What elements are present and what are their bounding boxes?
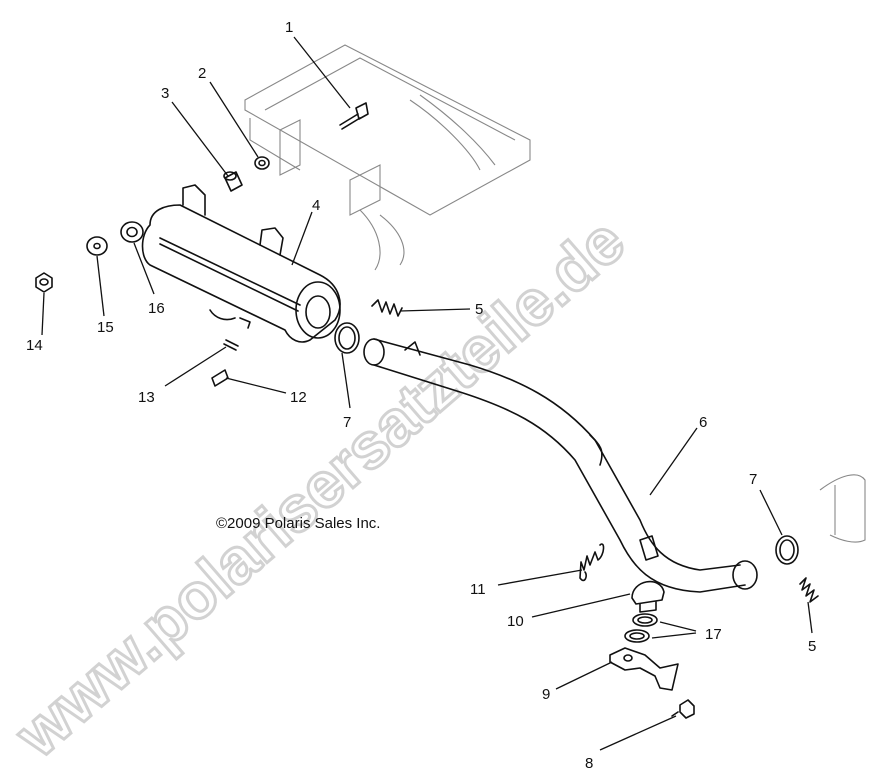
spring-part-5b [799,577,819,603]
callout-15: 15 [97,319,114,336]
spacer-part-3 [223,171,243,192]
leader-lines [41,36,813,751]
callout-1: 1 [285,19,293,36]
spring-part-11 [579,543,605,582]
callout-13: 13 [138,389,155,406]
callout-7a: 7 [343,414,351,431]
washer-part-17b [624,629,650,643]
cap-part-10 [631,580,665,613]
callout-5b: 5 [808,638,816,655]
callout-5a: 5 [475,301,483,318]
gasket-part-7b [775,535,799,565]
callout-labels: 1 2 3 4 5 5 6 7 7 8 9 10 11 12 13 14 15 … [26,19,816,772]
callout-8: 8 [585,755,593,772]
callout-2: 2 [198,65,206,82]
muffler-part-4 [141,184,341,343]
callout-10: 10 [507,613,524,630]
callout-12: 12 [290,389,307,406]
callout-6: 6 [699,414,707,431]
nut-part-14 [35,272,53,293]
callout-4: 4 [312,197,320,214]
bolt-part-1 [339,102,369,130]
callout-17: 17 [705,626,722,643]
washer-part-15 [86,236,108,256]
callout-14: 14 [26,337,43,354]
spring-part-5a [371,299,403,317]
cotter-pin-part-13 [223,339,239,351]
callout-7b: 7 [749,471,757,488]
bracket-part-9 [609,647,679,691]
washer-part-17a [632,613,658,627]
copyright-text: ©2009 Polaris Sales Inc. [216,515,380,532]
pin-part-12 [211,369,229,387]
callout-11: 11 [470,581,486,598]
gasket-part-7a [334,322,360,354]
callout-3: 3 [161,85,169,102]
callout-9: 9 [542,686,550,703]
frame-outline [244,44,866,543]
nut-part-2 [254,156,270,170]
head-pipe-part-6 [363,338,758,593]
bolt-part-8 [671,699,695,719]
grommet-part-16 [120,221,144,243]
callout-16: 16 [148,300,165,317]
